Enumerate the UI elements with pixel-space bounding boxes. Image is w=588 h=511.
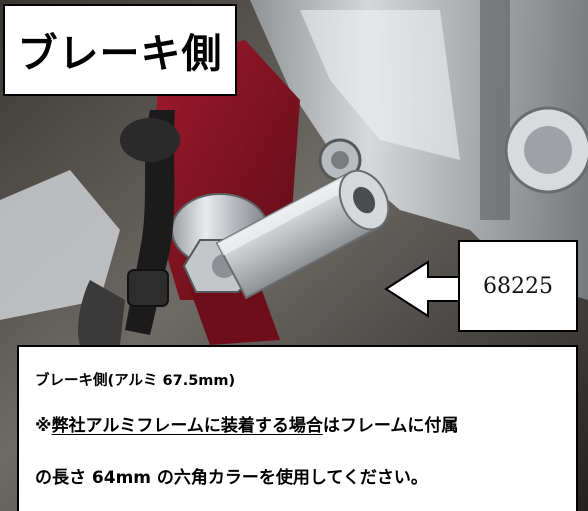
note-line-warning: ※弊社アルミフレームに装着する場合はフレームに付属 (35, 407, 576, 445)
note-suffix: はフレームに付属 (322, 416, 459, 436)
title-box: ブレーキ側 (3, 4, 237, 96)
note-prefix: ※ (35, 416, 52, 436)
page-title: ブレーキ側 (17, 31, 223, 77)
note-underlined: 弊社アルミフレームに装着する場合 (51, 416, 323, 436)
part-number-label: 68225 (483, 273, 553, 299)
note-box: ブレーキ側(アルミ 67.5mm) ※弊社アルミフレームに装着する場合はフレーム… (17, 345, 578, 511)
note-line-spec: ブレーキ側(アルミ 67.5mm) (35, 373, 236, 389)
part-number-callout: 68225 (458, 240, 578, 332)
note-line-instruction: の長さ 64mm の六角カラーを使用してください。 (35, 468, 428, 488)
